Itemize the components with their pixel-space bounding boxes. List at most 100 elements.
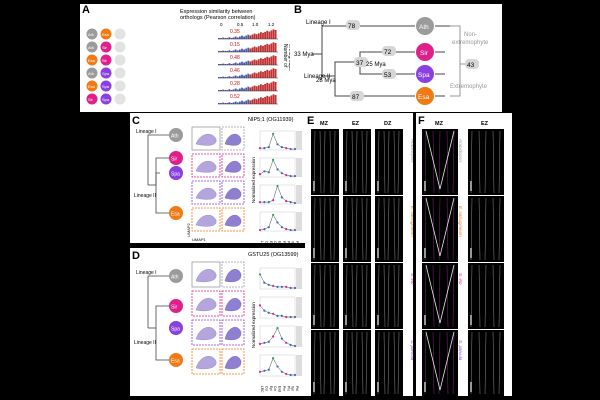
c-point-3-6 bbox=[285, 228, 288, 231]
node-value-43: 43 bbox=[467, 62, 475, 69]
time-25: 25 Mya bbox=[366, 62, 386, 68]
a-hist-bar-0-6 bbox=[230, 38, 233, 39]
a-hist-bar-4-8 bbox=[234, 88, 237, 91]
c-strip-3 bbox=[296, 212, 302, 231]
a-hist-bar-1-13 bbox=[245, 48, 248, 52]
a-hist-bar-4-25 bbox=[270, 82, 273, 91]
a-hist-bar-3-1 bbox=[220, 77, 222, 78]
a-hist-bar-5-15 bbox=[249, 100, 252, 104]
a-hist-bar-3-20 bbox=[260, 71, 262, 78]
a-hist-bar-0-5 bbox=[228, 37, 231, 39]
a-hist-bar-4-19 bbox=[257, 85, 260, 91]
a-hist-bar-4-26 bbox=[272, 81, 275, 91]
a-hist-bar-5-21 bbox=[262, 97, 264, 104]
d-species-node-ath bbox=[169, 269, 183, 283]
a-hist-bar-3-23 bbox=[266, 69, 269, 78]
c-xcat-2: Epi bbox=[269, 241, 273, 243]
c-umap-cluster-2 bbox=[195, 187, 217, 200]
c-xcat-5: Per bbox=[282, 241, 286, 243]
a-hist-bar-3-17 bbox=[253, 72, 256, 78]
c-species-node-esa bbox=[169, 206, 183, 220]
a-hist-bar-3-27 bbox=[274, 69, 277, 78]
a-hist-bar-3-24 bbox=[268, 70, 271, 78]
node-value-53: 53 bbox=[384, 72, 392, 79]
panel-c-umap-y: UMAP2 bbox=[186, 222, 191, 237]
a-hist-bar-3-15 bbox=[249, 74, 252, 78]
node-box-53 bbox=[382, 69, 396, 79]
a-hist-bar-5-17 bbox=[253, 98, 256, 104]
f-col-0: MZ bbox=[435, 121, 444, 127]
a-hist-bar-1-10 bbox=[239, 49, 241, 52]
d-umap-b-cluster-3 bbox=[224, 356, 242, 370]
c-strip-1 bbox=[296, 158, 302, 177]
panel-a-tick-2: 1.0 bbox=[252, 22, 259, 27]
node-box-87 bbox=[350, 91, 364, 101]
a-corr-value-3: 0.46 bbox=[230, 68, 240, 74]
c-point-1-7 bbox=[289, 174, 292, 178]
c-umap-cluster-1 bbox=[195, 160, 217, 173]
a-hist-bar-3-14 bbox=[247, 73, 250, 78]
panel-e-label: E bbox=[307, 115, 315, 127]
d-point-2-5 bbox=[280, 337, 283, 340]
a-hist-bar-4-17 bbox=[253, 85, 256, 91]
c-point-1-8 bbox=[293, 174, 297, 178]
a-hist-bar-2-27 bbox=[274, 56, 277, 65]
a-hist-bar-5-18 bbox=[255, 99, 258, 104]
node-box-37 bbox=[354, 57, 368, 67]
d-point-0-7 bbox=[289, 286, 292, 290]
c-point-1-4 bbox=[276, 168, 279, 171]
panel-b-tree: 78 72 37 53 87 43 Lineage I Lineage II 3… bbox=[294, 17, 489, 105]
e-row-2: S. irio bbox=[410, 273, 413, 285]
e-row-0: Arabidopsis bbox=[410, 138, 413, 163]
c-point-1-2 bbox=[267, 171, 270, 174]
d-xcat-7: Xyl bbox=[291, 386, 295, 391]
d-xcat-4: End bbox=[278, 386, 282, 392]
a-hist-bar-2-21 bbox=[262, 58, 264, 65]
a-hist-bar-0-27 bbox=[274, 30, 277, 39]
a-hist-bar-2-4 bbox=[226, 63, 229, 65]
d-point-1-4 bbox=[276, 314, 279, 317]
a-hist-bar-4-3 bbox=[224, 90, 227, 91]
d-species-node-esa bbox=[169, 353, 183, 367]
a-hist-bar-1-22 bbox=[264, 44, 266, 52]
d-xcat-1: Col bbox=[264, 386, 268, 391]
a-hist-bar-2-13 bbox=[245, 61, 248, 65]
c-point-1-5 bbox=[280, 172, 283, 175]
c-point-2-3 bbox=[272, 199, 275, 202]
a-hist-bar-3-4 bbox=[226, 76, 229, 78]
a-hist-bar-5-16 bbox=[251, 99, 254, 104]
d-point-0-0 bbox=[258, 273, 262, 276]
d-point-2-8 bbox=[293, 344, 297, 348]
a-hist-bar-2-8 bbox=[234, 62, 237, 65]
a-hist-bar-2-26 bbox=[272, 55, 275, 65]
a-hist-bar-5-25 bbox=[270, 95, 273, 104]
a-hist-bar-5-1 bbox=[220, 103, 222, 104]
a-corr-value-0: 0.35 bbox=[230, 29, 240, 35]
panel-c-ylabel: Normalized expression bbox=[251, 157, 256, 203]
a-hist-bar-4-1 bbox=[220, 90, 222, 91]
c-umap-b-cluster-2 bbox=[224, 187, 242, 200]
panel-c-label: C bbox=[132, 115, 140, 127]
d-xcat-3: Cor bbox=[273, 386, 277, 392]
c-point-3-1 bbox=[263, 228, 266, 231]
a-hist-bar-4-0 bbox=[218, 90, 220, 91]
panel-d-ylabel: Normalized expression bbox=[251, 302, 256, 348]
a-hist-bar-0-18 bbox=[255, 34, 258, 39]
a-right-circle-4 bbox=[100, 80, 112, 92]
a-hist-bar-3-22 bbox=[264, 70, 266, 78]
node-box-43 bbox=[465, 59, 479, 69]
a-hist-bar-5-20 bbox=[260, 97, 262, 104]
d-point-3-3 bbox=[272, 357, 275, 360]
a-corr-value-4: 0.28 bbox=[230, 81, 240, 87]
d-species-node-sir bbox=[169, 299, 183, 313]
species-label-sir: Sir bbox=[420, 50, 429, 57]
f-col-1: EZ bbox=[481, 121, 489, 127]
d-point-3-5 bbox=[280, 370, 283, 373]
a-hist-bar-2-20 bbox=[260, 58, 262, 65]
a-left-label-0: Ath bbox=[88, 32, 94, 37]
a-hist-bar-2-15 bbox=[249, 61, 252, 65]
a-hist-bar-3-9 bbox=[236, 76, 239, 78]
c-xcat-3: Cor bbox=[273, 241, 277, 243]
a-right-circle-1 bbox=[100, 41, 112, 53]
a-hist-bar-4-16 bbox=[251, 86, 254, 91]
